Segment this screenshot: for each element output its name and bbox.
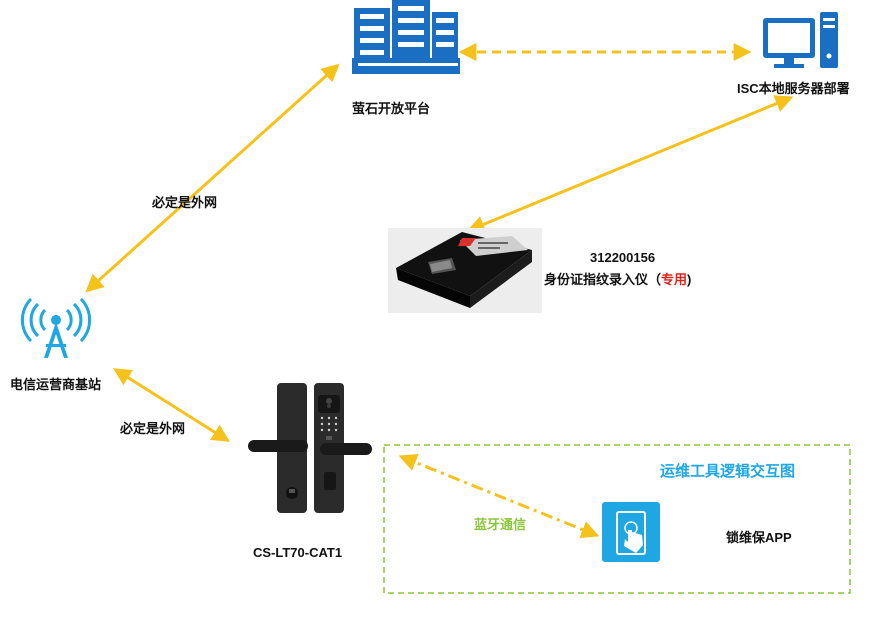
edge-base-lock bbox=[112, 368, 231, 442]
enroller-code: 312200156 bbox=[590, 250, 656, 265]
lock-label: CS-LT70-CAT1 bbox=[253, 545, 343, 560]
smart-door-lock-image bbox=[248, 383, 372, 513]
platform-label: 萤石开放平台 bbox=[352, 101, 431, 116]
enroller-name: 身份证指纹录入仪（专用) bbox=[544, 269, 691, 288]
ops-tool-group-frame bbox=[383, 444, 851, 594]
enroller-name-prefix: 身份证指纹录入仪（ bbox=[544, 272, 662, 287]
edge-label-bluetooth: 蓝牙通信 bbox=[474, 517, 527, 532]
enroller-name-suffix: ) bbox=[687, 272, 692, 287]
base-station-label: 电信运营商基站 bbox=[10, 377, 102, 392]
edge-platform-base bbox=[85, 63, 340, 293]
cell-tower-icon bbox=[20, 297, 92, 358]
server-rack-icon bbox=[352, 0, 460, 74]
edge-label-base-lock: 必定是外网 bbox=[120, 421, 186, 436]
app-touch-icon bbox=[602, 502, 660, 562]
group-title: 运维工具逻辑交互图 bbox=[660, 463, 796, 480]
edge-label-platform-base: 必定是外网 bbox=[152, 195, 218, 210]
enroller-special-tag: 专用 bbox=[661, 272, 688, 287]
app-label: 锁维保APP bbox=[726, 530, 792, 545]
fingerprint-enroller-image bbox=[388, 228, 542, 313]
edge-lock-app bbox=[398, 454, 600, 538]
desktop-computer-icon bbox=[763, 12, 838, 68]
isc-label: ISC本地服务器部署 bbox=[737, 81, 850, 96]
edge-isc-enroller bbox=[466, 95, 794, 233]
